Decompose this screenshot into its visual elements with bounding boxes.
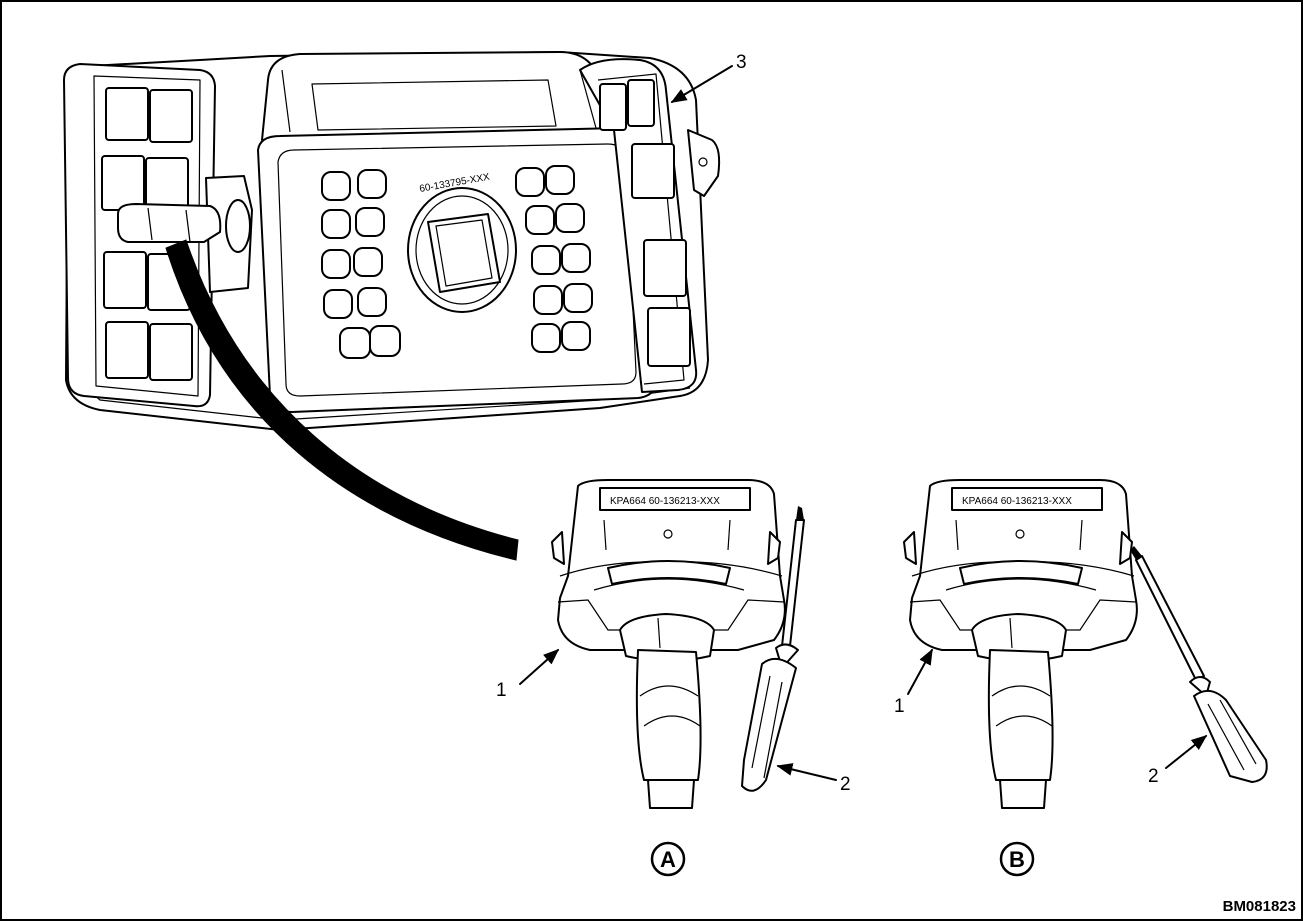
center-dial: 60-133795-XXX [407, 172, 517, 313]
console-connector [117, 175, 253, 293]
svg-text:1: 1 [894, 696, 905, 717]
screwdriver-a [741, 506, 805, 792]
callout-b-2: 2 [1148, 735, 1208, 787]
handle-view-b: KPA664 60-136213-XXX [903, 479, 1138, 809]
view-label-a: A [650, 841, 686, 877]
svg-text:A: A [660, 847, 676, 872]
control-console: 60-133795-XXX [63, 51, 721, 561]
svg-text:1: 1 [496, 680, 507, 701]
label-plate-a: KPA664 60-136213-XXX [610, 496, 720, 507]
callout-3: 3 [670, 52, 747, 103]
callout-a-1: 1 [496, 648, 560, 701]
svg-text:2: 2 [1148, 766, 1159, 787]
svg-text:2: 2 [840, 774, 851, 795]
cable [165, 239, 519, 561]
display-housing [261, 51, 611, 141]
svg-text:3: 3 [736, 52, 747, 73]
view-label-b: B [999, 841, 1035, 877]
callout-b-1: 1 [894, 648, 933, 717]
figure-reference: BM081823 [1223, 898, 1296, 915]
screwdriver-b [1130, 546, 1268, 783]
label-plate-b: KPA664 60-136213-XXX [962, 496, 1072, 507]
right-button-module [579, 58, 721, 393]
handle-view-a: KPA664 60-136213-XXX [551, 479, 786, 809]
svg-text:B: B [1009, 847, 1025, 872]
main-face: 60-133795-XXX [257, 127, 657, 413]
callout-a-2: 2 [776, 763, 851, 795]
